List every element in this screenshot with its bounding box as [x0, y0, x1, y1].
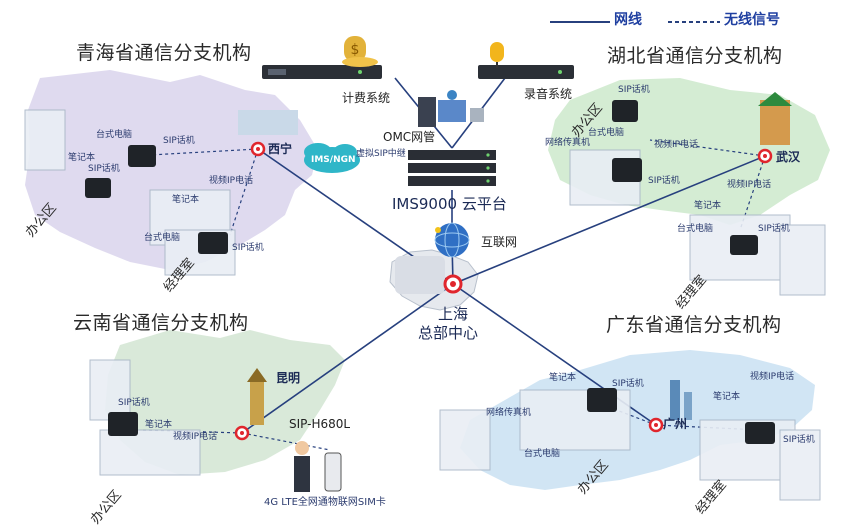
guangzhou-label: 广州 [663, 417, 688, 431]
ims9000-servers [408, 150, 496, 186]
qh-video: 视频IP电话 [209, 176, 254, 186]
recording-label: 录音系统 [524, 87, 573, 101]
qh-sip2: SIP话机 [88, 164, 120, 174]
yunnan-title: 云南省通信分支机构 [73, 312, 249, 334]
nodes [234, 141, 773, 441]
qinghai-title: 青海省通信分支机构 [76, 42, 252, 64]
svg-text:$: $ [351, 42, 360, 58]
qh-desktop1: 台式电脑 [96, 130, 133, 140]
yn-sip: SIP话机 [118, 398, 150, 408]
recording-server [478, 42, 574, 79]
billing-server: $ [262, 36, 382, 79]
qh-sip1: SIP话机 [163, 136, 195, 146]
sip-phones [85, 100, 775, 444]
hb-notebook: 笔记本 [694, 201, 722, 211]
gd-sip2: SIP话机 [783, 435, 815, 445]
guangdong-title: 广东省通信分支机构 [606, 314, 782, 336]
kunming-label: 昆明 [276, 371, 301, 385]
legend-wireless-label: 无线信号 [724, 12, 780, 28]
mobile-user [294, 441, 342, 492]
gd-desktop: 台式电脑 [524, 449, 561, 459]
hb-fax: 网络传真机 [545, 138, 591, 148]
sim-card-label: 4G LTE全网通物联网SIM卡 [264, 497, 386, 508]
internet-label: 互联网 [481, 235, 518, 249]
hb-video1: 视频IP电话 [654, 140, 699, 150]
wuhan-to-office [649, 139, 766, 157]
qh-notebook2: 笔记本 [172, 195, 200, 205]
qh-sip3: SIP话机 [232, 243, 264, 253]
wuhan-label: 武汉 [776, 150, 801, 164]
ims-cloud-label: IMS/NGN [311, 155, 356, 165]
gd-sip1: SIP话机 [612, 379, 644, 389]
xining-label: 西宁 [268, 142, 293, 156]
virtual-trunk-label: 虚拟SIP中继 [356, 149, 406, 159]
legend-wired-label: 网线 [614, 12, 642, 28]
wuhan-to-manager [739, 155, 766, 231]
link-wuhan [452, 155, 766, 285]
device-model-label: SIP-H680L [289, 417, 351, 431]
qh-notebook1: 笔记本 [68, 153, 96, 163]
ims-cloud [304, 143, 360, 173]
kunming-to-phone [241, 432, 331, 451]
yn-notebook: 笔记本 [145, 420, 173, 430]
billing-label: 计费系统 [342, 91, 391, 105]
xining-to-sip [149, 148, 259, 156]
hb-sip2: SIP话机 [648, 176, 680, 186]
platform-label: IMS9000 云平台 [392, 195, 507, 213]
gd-notebook1: 笔记本 [549, 373, 577, 383]
omc-equipment [418, 90, 484, 127]
omc-label: OMC网管 [383, 130, 436, 144]
hb-sip3: SIP话机 [758, 224, 790, 234]
gd-fax: 网络传真机 [486, 408, 532, 418]
yn-video: 视频IP电话 [173, 432, 218, 442]
hb-desktop2: 台式电脑 [677, 224, 714, 234]
hq-label-line2: 总部中心 [418, 324, 479, 342]
hubei-title: 湖北省通信分支机构 [607, 45, 783, 67]
internet-globe [434, 222, 470, 258]
hq-label-line1: 上海 [438, 305, 469, 323]
link-kunming [241, 283, 454, 434]
gd-video: 视频IP电话 [750, 372, 795, 382]
qh-desktop2: 台式电脑 [144, 233, 181, 243]
landmarks [238, 92, 792, 425]
guangdong-map [460, 350, 815, 490]
hb-desktop1: 台式电脑 [588, 128, 625, 138]
hb-video2: 视频IP电话 [727, 180, 772, 190]
hb-sip1: SIP话机 [618, 85, 650, 95]
gd-notebook2: 笔记本 [713, 392, 741, 402]
